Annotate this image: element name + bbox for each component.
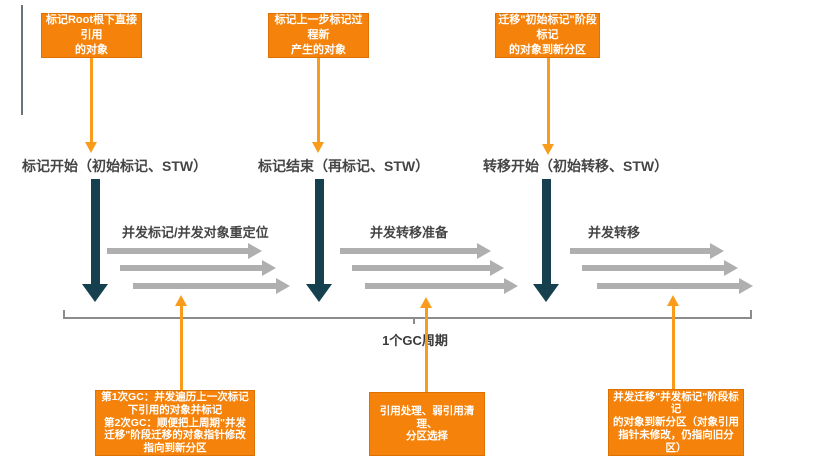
callout-relocate-initial-mark-objects: 迁移"初始标记"阶段标记 的对象到新分区 bbox=[495, 13, 600, 58]
phase-concurrent-mark-label: 并发标记/并发对象重定位 bbox=[122, 225, 269, 240]
stw-pause-arrow-1 bbox=[82, 179, 108, 302]
concurrent-task-arrow bbox=[133, 283, 276, 289]
concurrent-task-arrow bbox=[107, 248, 248, 254]
arrow-head-down-icon bbox=[533, 284, 559, 302]
note-up-arrow-2 bbox=[420, 297, 432, 392]
concurrent-task-arrow bbox=[352, 265, 490, 271]
callout-mark-root-objects: 标记Root根下直接引用 的对象 bbox=[41, 13, 142, 58]
arrow-head-down-icon bbox=[542, 144, 554, 155]
gc-cycle-bracket-center-notch bbox=[413, 317, 415, 324]
gc-cycle-label: 1个GC周期 bbox=[382, 333, 448, 348]
arrow-head-up-icon bbox=[420, 297, 432, 308]
arrow-head-up-icon bbox=[175, 295, 187, 306]
concurrent-task-arrow bbox=[340, 248, 477, 254]
phase-relocate-prepare-label: 并发转移准备 bbox=[370, 225, 449, 240]
cropped-edge-line bbox=[21, 5, 23, 115]
arrow-shaft bbox=[541, 179, 551, 284]
note-concurrent-relocate-detail: 并发迁移"并发标记"阶段标记 的对象到新分区（对象引用 指针未修改，仍指向旧分 … bbox=[608, 389, 744, 456]
arrow-head-up-icon bbox=[667, 295, 679, 306]
note-concurrent-mark-detail: 第1次GC：并发遍历上一次标记 下引用的对象并标记 第2次GC：顺便把上周期"并… bbox=[95, 390, 255, 456]
note-reference-processing: 引用处理、弱引用清理、 分区选择 bbox=[369, 392, 485, 456]
arrow-shaft bbox=[316, 58, 320, 143]
callout-down-arrow-3 bbox=[542, 58, 554, 155]
label-relocate-start: 转移开始（初始转移、STW） bbox=[483, 158, 669, 174]
arrow-head-down-icon bbox=[82, 284, 108, 302]
callout-mark-new-objects: 标记上一步标记过程新 产生的对象 bbox=[268, 13, 369, 58]
arrow-shaft bbox=[546, 58, 550, 145]
callout-down-arrow-1 bbox=[85, 58, 97, 153]
arrow-shaft bbox=[89, 58, 93, 143]
arrow-shaft bbox=[424, 307, 428, 392]
gc-cycle-bracket-left-tick bbox=[63, 310, 65, 319]
concurrent-task-arrow bbox=[597, 283, 739, 289]
phase-concurrent-relocate-label: 并发转移 bbox=[588, 225, 641, 240]
note-up-arrow-3 bbox=[667, 295, 679, 390]
concurrent-task-arrow bbox=[582, 265, 724, 271]
arrow-head-down-icon bbox=[306, 284, 332, 302]
arrow-head-down-icon bbox=[312, 142, 324, 153]
arrow-shaft bbox=[179, 305, 183, 390]
gc-cycle-bracket bbox=[63, 317, 752, 319]
arrow-head-down-icon bbox=[85, 142, 97, 153]
arrow-shaft bbox=[90, 179, 100, 284]
arrow-shaft bbox=[314, 179, 324, 284]
stw-pause-arrow-2 bbox=[306, 179, 332, 302]
concurrent-task-arrow bbox=[570, 248, 710, 254]
label-mark-start: 标记开始（初始标记、STW） bbox=[22, 158, 208, 174]
concurrent-task-arrow bbox=[120, 265, 262, 271]
gc-cycle-bracket-right-tick bbox=[750, 310, 752, 319]
stw-pause-arrow-3 bbox=[533, 179, 559, 302]
concurrent-task-arrow bbox=[365, 283, 504, 289]
note-up-arrow-1 bbox=[175, 295, 187, 390]
arrow-shaft bbox=[671, 305, 675, 390]
label-mark-end: 标记结束（再标记、STW） bbox=[258, 158, 430, 174]
callout-down-arrow-2 bbox=[312, 58, 324, 153]
